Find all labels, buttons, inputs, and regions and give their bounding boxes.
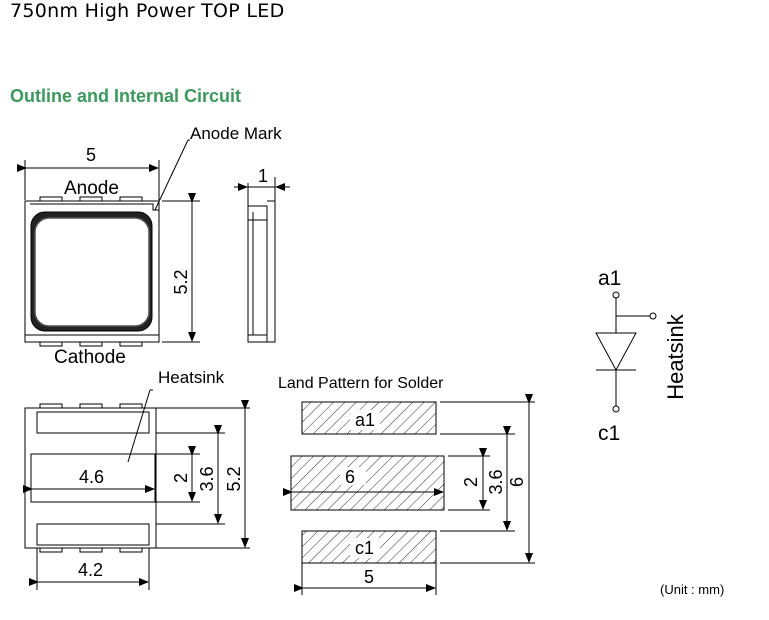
dim-land-center-width: 6 xyxy=(345,467,355,487)
dim-bottom-total-height: 5.2 xyxy=(224,466,244,491)
heatsink-pointer-label: Heatsink xyxy=(158,368,225,387)
section-title: Outline and Internal Circuit xyxy=(10,86,242,106)
dim-side-width: 1 xyxy=(258,166,268,186)
anode-label: Anode xyxy=(64,178,119,199)
dim-top-height: 5.2 xyxy=(171,269,191,294)
dim-land-center-height: 2 xyxy=(461,477,481,487)
side-view xyxy=(234,177,290,343)
dim-land-inner-height: 3.6 xyxy=(486,469,506,494)
dim-heatsink-width: 4.6 xyxy=(79,467,104,487)
unit-note: (Unit : mm) xyxy=(660,582,725,597)
land-pattern-title: Land Pattern for Solder xyxy=(278,375,444,392)
top-view xyxy=(17,139,200,347)
anode-mark-label: Anode Mark xyxy=(190,124,282,143)
dim-land-total-height: 6 xyxy=(507,477,527,487)
dim-bottom-width: 4.2 xyxy=(78,560,103,580)
circuit-heatsink-label: Heatsink xyxy=(663,313,688,400)
cathode-label: Cathode xyxy=(54,347,126,368)
circuit-a1-label: a1 xyxy=(598,267,621,290)
land-pattern xyxy=(283,394,535,595)
bottom-view xyxy=(23,389,250,590)
pad-c1-label: c1 xyxy=(355,538,374,558)
dim-top-width: 5 xyxy=(86,145,96,165)
circuit-c1-label: c1 xyxy=(598,422,620,445)
page-title: 750nm High Power TOP LED xyxy=(10,0,285,22)
dim-heatsink-height: 2 xyxy=(171,473,191,483)
dim-bottom-inner-height: 3.6 xyxy=(197,466,217,491)
internal-circuit xyxy=(595,291,657,413)
dim-land-width: 5 xyxy=(364,567,374,587)
pad-a1-label: a1 xyxy=(355,410,375,430)
